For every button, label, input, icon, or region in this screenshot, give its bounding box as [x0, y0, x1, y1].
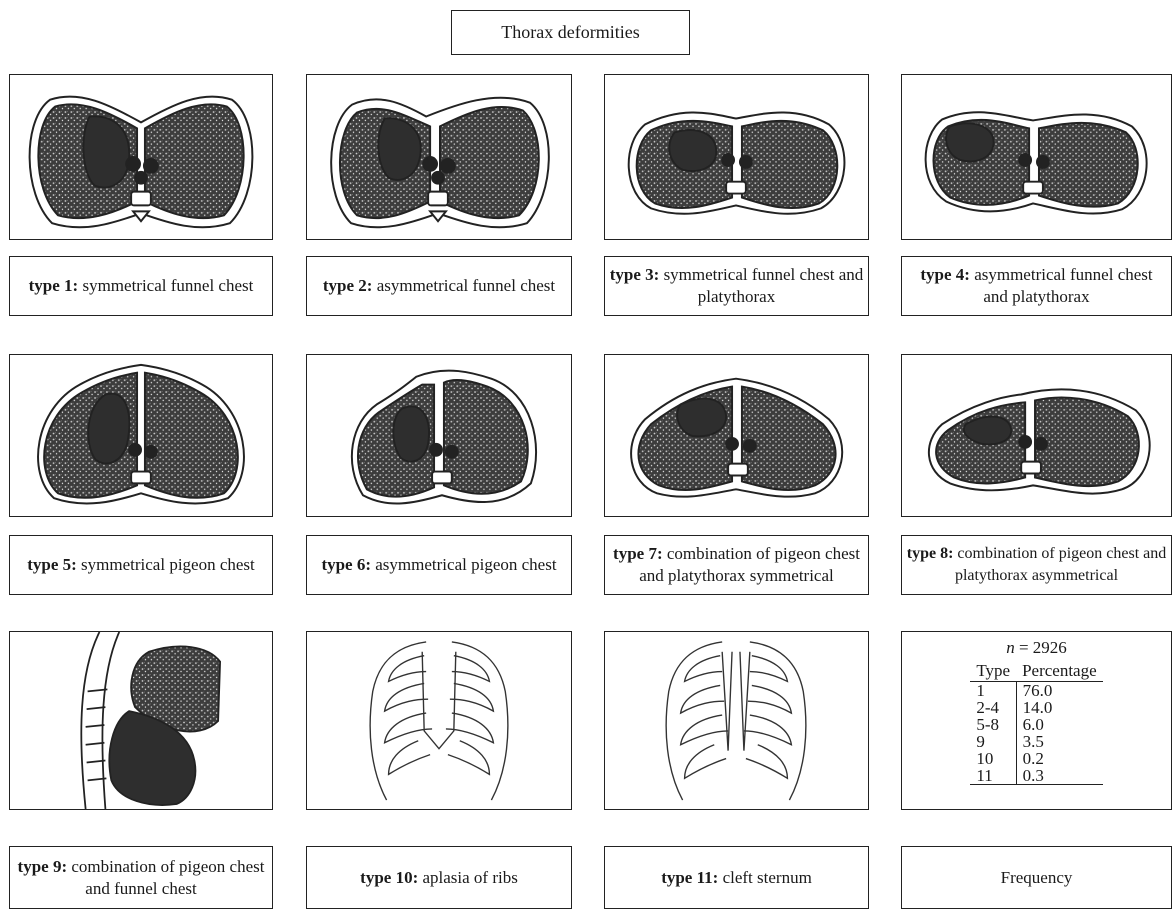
type-8-caption: type 8: combination of pigeon chest and …: [901, 535, 1172, 595]
table-row: 93.5: [970, 733, 1102, 750]
type-7-cross-section-image: [604, 354, 869, 517]
type-4-caption: type 4: asymmetrical funnel chest and pl…: [901, 256, 1172, 316]
table-row: 5-86.0: [970, 716, 1102, 733]
frequency-table-panel: n = 2926 Type Percentage 176.0 2-414.0 5…: [901, 631, 1172, 810]
col-header-type: Type: [970, 661, 1016, 682]
type-8-cross-section-image: [901, 354, 1172, 517]
type-6-caption: type 6: asymmetrical pigeon chest: [306, 535, 572, 595]
type-10-caption: type 10: aplasia of ribs: [306, 846, 572, 909]
type-4-cross-section-image: [901, 74, 1172, 240]
type-10-ribcage-image: [306, 631, 572, 810]
frequency-table: Type Percentage 176.0 2-414.0 5-86.0 93.…: [970, 661, 1102, 785]
type-7-caption: type 7: combination of pigeon chest and …: [604, 535, 869, 595]
type-6-cross-section-image: [306, 354, 572, 517]
type-1-caption: type 1: symmetrical funnel chest: [9, 256, 273, 316]
type-5-caption: type 5: symmetrical pigeon chest: [9, 535, 273, 595]
type-2-cross-section-image: [306, 74, 572, 240]
type-3-cross-section-image: [604, 74, 869, 240]
table-row: 176.0: [970, 682, 1102, 700]
type-9-caption: type 9: combination of pigeon chest and …: [9, 846, 273, 909]
sample-size: n = 2926: [1006, 638, 1067, 658]
type-11-ribcage-image: [604, 631, 869, 810]
col-header-percentage: Percentage: [1016, 661, 1103, 682]
type-1-cross-section-image: [9, 74, 273, 240]
type-2-caption: type 2: asymmetrical funnel chest: [306, 256, 572, 316]
diagram-title: Thorax deformities: [451, 10, 690, 55]
type-9-sagittal-image: [9, 631, 273, 810]
table-row: 2-414.0: [970, 699, 1102, 716]
frequency-caption: Frequency: [901, 846, 1172, 909]
table-row: 100.2: [970, 750, 1102, 767]
table-row: 110.3: [970, 767, 1102, 785]
type-5-cross-section-image: [9, 354, 273, 517]
type-11-caption: type 11: cleft sternum: [604, 846, 869, 909]
type-3-caption: type 3: symmetrical funnel chest and pla…: [604, 256, 869, 316]
